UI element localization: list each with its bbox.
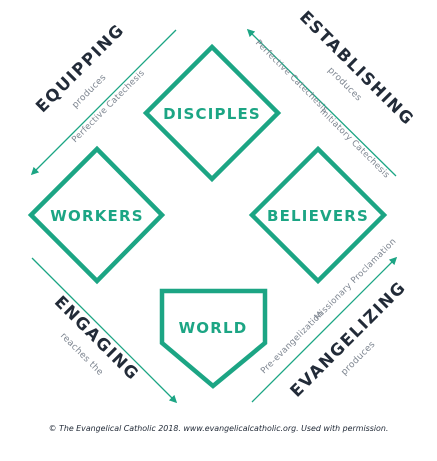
- workers-label: WORKERS: [50, 207, 143, 225]
- workers-node: WORKERS: [27, 145, 166, 285]
- establishing-arrow: [246, 28, 397, 177]
- disciples-node: DISCIPLES: [142, 43, 282, 183]
- evangelizing-title: EVANGELIZING: [286, 277, 409, 400]
- world-label: WORLD: [179, 319, 248, 337]
- disciples-label: DISCIPLES: [163, 105, 261, 123]
- world-node: WORLD: [159, 288, 268, 389]
- equipping-arrow: [30, 29, 177, 176]
- engaging-arrow: [31, 257, 178, 404]
- believers-label: BELIEVERS: [267, 207, 369, 225]
- believers-node: BELIEVERS: [248, 145, 388, 285]
- evangelizing-arrow: [251, 256, 398, 403]
- establishing-path-label-1: Perfective Catechesis: [253, 38, 330, 115]
- establishing-path-label-2: Initiatory Catechesis: [318, 107, 392, 181]
- cycle-diagram: DISCIPLES WORKERS BELIEVERS WORLD Perfec…: [27, 7, 418, 404]
- copyright-footer: © The Evangelical Catholic 2018. www.eva…: [48, 424, 389, 433]
- establishing-title: ESTABLISHING: [296, 7, 418, 129]
